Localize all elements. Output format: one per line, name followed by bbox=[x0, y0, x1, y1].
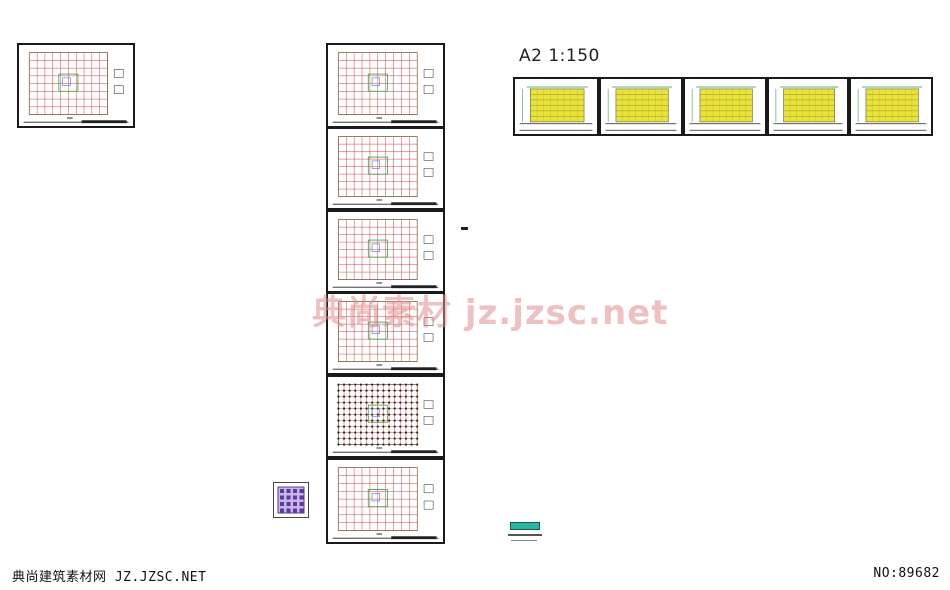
drawing-sheet-elevation-1[interactable] bbox=[513, 77, 599, 136]
drawing-sheet-plan-4[interactable] bbox=[326, 292, 445, 375]
drawing-sheet-plan-6[interactable] bbox=[326, 458, 445, 544]
detail-thumbnail[interactable] bbox=[273, 482, 309, 518]
floor-plan-drawing bbox=[332, 301, 439, 371]
legend-line bbox=[508, 534, 542, 536]
floor-plan-drawing bbox=[23, 52, 129, 124]
block-marker bbox=[461, 227, 468, 230]
drawing-sheet-plan-1[interactable] bbox=[326, 43, 445, 128]
scale-label: A2 1:150 bbox=[519, 46, 600, 66]
drawing-sheet-elevation-2[interactable] bbox=[599, 77, 683, 136]
footer-site-name: 典尚建筑素材网 JZ.JZSC.NET bbox=[12, 570, 207, 585]
drawing-sheet-plan-5[interactable] bbox=[326, 375, 445, 458]
elevation-drawing bbox=[773, 86, 843, 131]
drawing-sheet-elevation-4[interactable] bbox=[767, 77, 849, 136]
footer-catalog-number: NO:89682 bbox=[873, 566, 940, 581]
floor-plan-drawing bbox=[332, 467, 439, 540]
drawing-sheet-site-plan[interactable] bbox=[17, 43, 135, 128]
floor-plan-drawing bbox=[332, 383, 439, 454]
floor-plan-drawing bbox=[332, 219, 439, 289]
legend-swatch bbox=[510, 522, 540, 530]
elevation-drawing bbox=[689, 86, 761, 131]
drawing-sheet-plan-2[interactable] bbox=[326, 127, 445, 210]
elevation-drawing bbox=[855, 86, 927, 131]
drawing-sheet-elevation-3[interactable] bbox=[683, 77, 767, 136]
detail-drawing bbox=[277, 486, 305, 514]
elevation-drawing bbox=[605, 86, 677, 131]
drawing-sheet-plan-3[interactable] bbox=[326, 210, 445, 293]
floor-plan-drawing bbox=[332, 136, 439, 206]
drawing-sheet-elevation-5[interactable] bbox=[849, 77, 933, 136]
floor-plan-drawing bbox=[332, 52, 439, 124]
elevation-drawing bbox=[519, 86, 593, 131]
watermark-text: 典尚素材 jz.jzsc.net bbox=[312, 293, 669, 333]
legend-line bbox=[511, 540, 537, 541]
